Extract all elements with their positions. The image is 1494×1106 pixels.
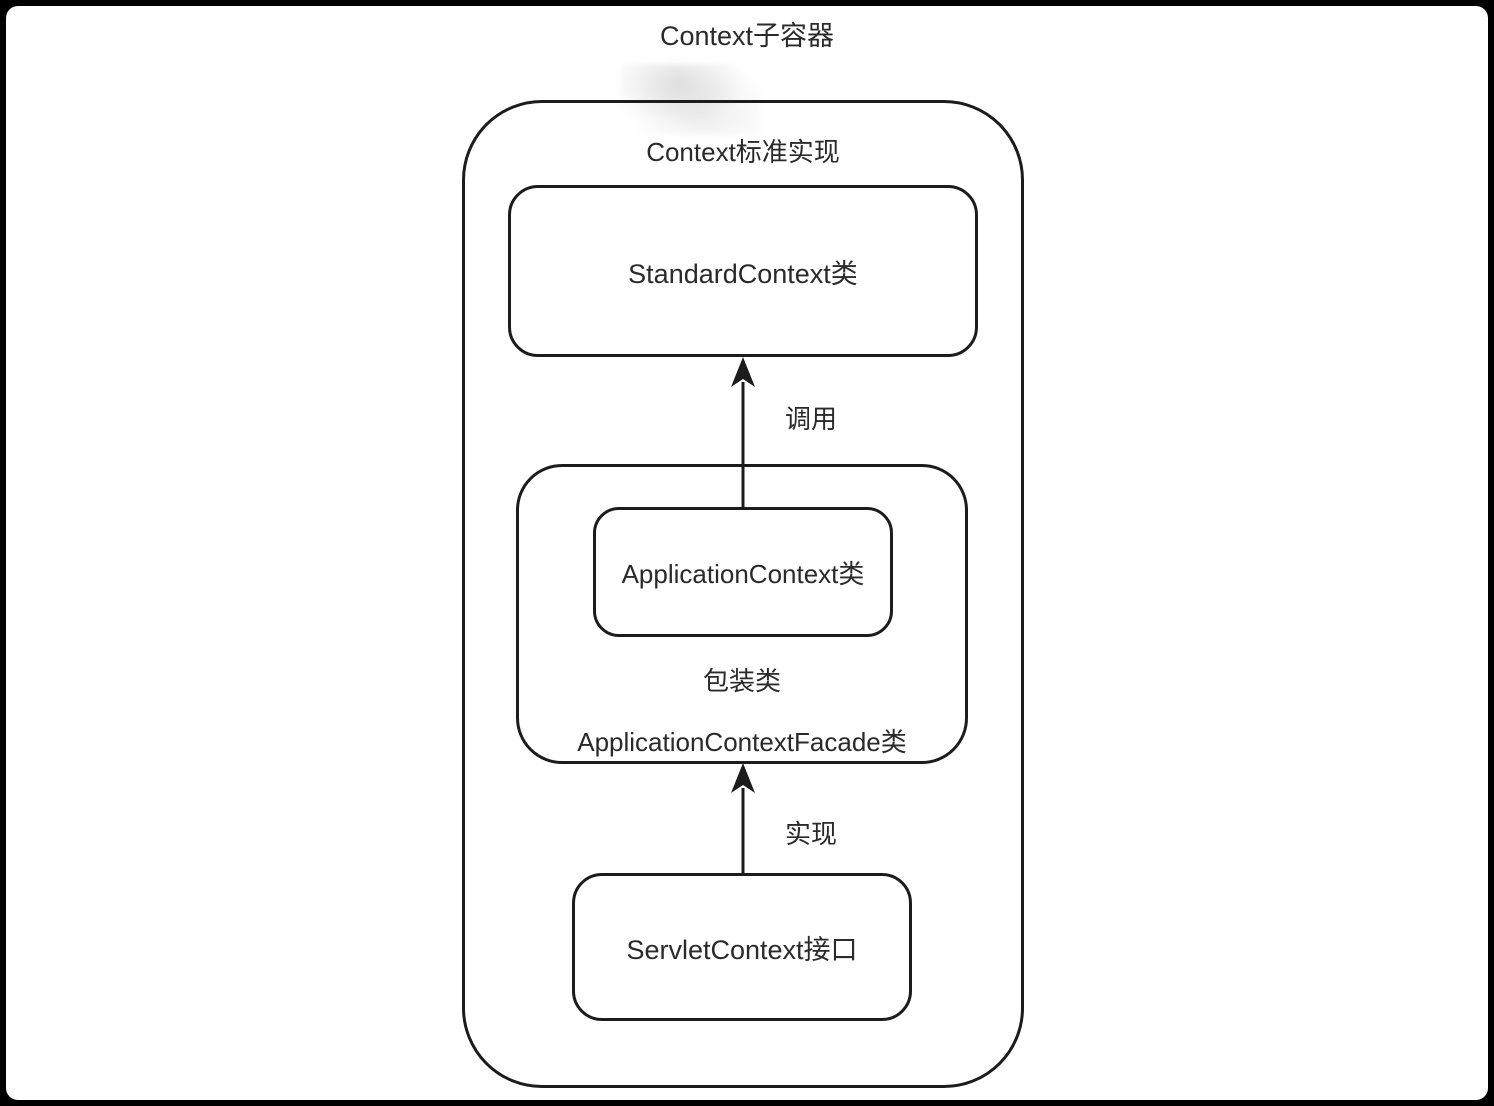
node-application-context: ApplicationContext类 <box>593 507 893 637</box>
node-servlet-context: ServletContext接口 <box>572 873 912 1021</box>
application-context-facade-label: ApplicationContextFacade类 <box>577 727 907 757</box>
edge-label-call: 调用 <box>784 404 837 434</box>
diagram-title: Context子容器 <box>659 21 835 51</box>
node-application-context-label: ApplicationContext类 <box>621 558 865 589</box>
node-standard-context: StandardContext类 <box>508 185 978 357</box>
context-standard-impl-label: Context标准实现 <box>646 137 840 167</box>
wrapper-class-caption: 包装类 <box>702 666 781 696</box>
node-standard-context-label: StandardContext类 <box>628 258 858 289</box>
diagram-canvas: Context子容器 Context标准实现 StandardContext类 … <box>6 6 1488 1100</box>
edge-label-implement: 实现 <box>784 819 837 849</box>
context-standard-impl-container <box>462 100 1024 1088</box>
node-servlet-context-label: ServletContext接口 <box>626 934 858 965</box>
faded-text-artifact <box>621 64 761 134</box>
